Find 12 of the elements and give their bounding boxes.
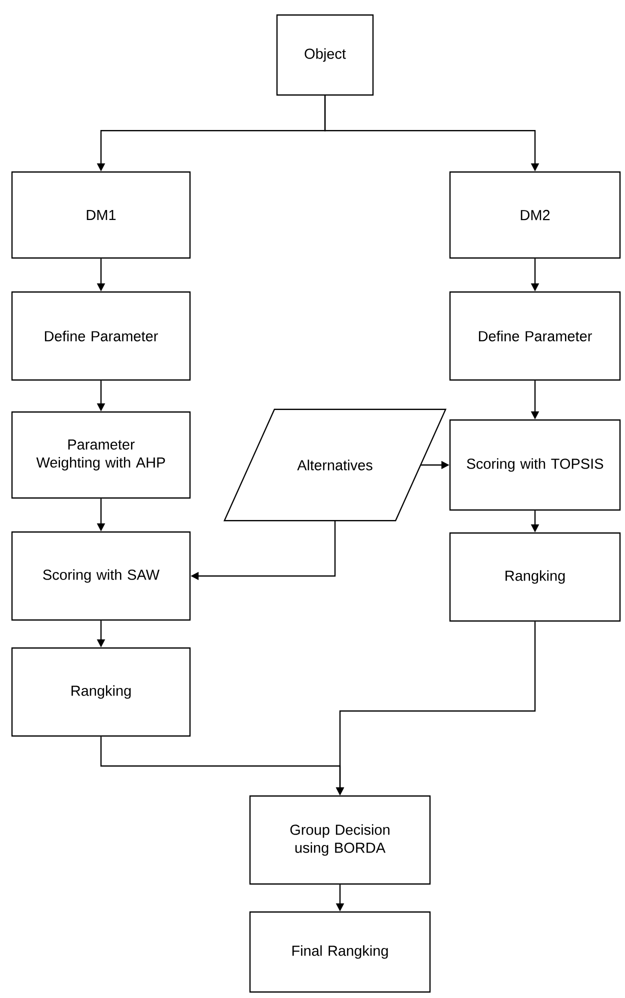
process-box: Define Parameter: [11, 291, 191, 381]
process-box: Rangking: [449, 532, 621, 622]
process-box: Scoring with TOPSIS: [449, 419, 621, 511]
process-box: Group Decision using BORDA: [249, 795, 431, 885]
process-box: Parameter Weighting with AHP: [11, 411, 191, 499]
process-box: Object: [276, 14, 374, 96]
process-box: Scoring with SAW: [11, 531, 191, 621]
process-box: Define Parameter: [449, 291, 621, 381]
process-box: DM2: [449, 171, 621, 259]
process-box: Rangking: [11, 647, 191, 737]
process-box: DM1: [11, 171, 191, 259]
process-box: Final Rangking: [249, 911, 431, 993]
